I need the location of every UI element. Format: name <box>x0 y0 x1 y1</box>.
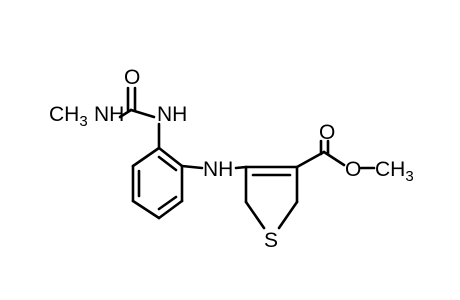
ring-bond-c5-s <box>244 200 266 230</box>
benzene-inner-bond-1 <box>157 155 178 172</box>
bond-nh-to-thiophene <box>234 165 248 170</box>
atom-o-carbonyl-urea: O <box>124 66 140 89</box>
atom-s-ring: S <box>264 229 278 252</box>
atom-nh-middle: NH <box>203 158 233 181</box>
atom-ch3-right: CH3 <box>375 158 414 185</box>
bond-benzene-to-nh <box>180 164 204 170</box>
ring-bond-c2-s <box>277 200 299 230</box>
atom-o-ester: O <box>345 158 361 181</box>
bond-ring-to-ester-carbon <box>295 150 326 169</box>
benzene-bond-4 <box>131 199 161 220</box>
atom-nh-left: NH <box>94 103 124 126</box>
benzene-bond-3 <box>157 199 184 220</box>
bond-ester-carbon-to-o <box>322 150 346 167</box>
atom-o-ester-carbonyl: O <box>319 121 335 144</box>
benzene-inner-bond-2 <box>157 195 178 211</box>
benzene-bond-1 <box>157 146 184 168</box>
atom-nh-upper: NH <box>157 103 187 126</box>
bond-nh-to-urea-carbon <box>118 108 133 119</box>
atom-ch3-left: CH3 <box>49 103 88 130</box>
benzene-bond-6 <box>131 146 161 168</box>
